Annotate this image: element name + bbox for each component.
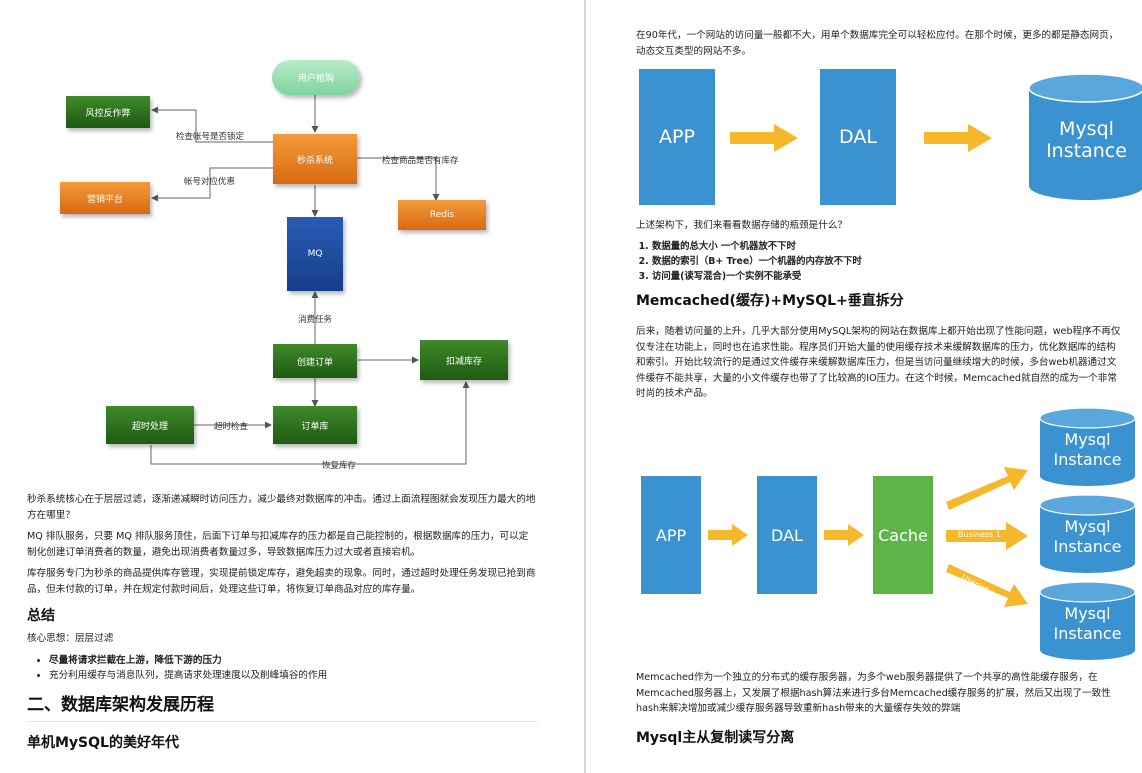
edge-label-check-lock: 检查帐号是否锁定 [176,132,245,142]
edge-label-timeout-check: 超时检查 [214,422,249,432]
node-mq: MQ [287,217,343,291]
para-90s-intro: 在90年代，一个网站的访问量一般都不大，用单个数据库完全可以轻松应付。在那个时候… [636,30,1119,57]
database-icon [1039,407,1136,486]
para-bottleneck-question: 上述架构下，我们来看看数据存储的瓶颈是什么？ [636,220,848,231]
arch2-mysql-label-1: Mysql [1064,604,1111,623]
database-icon [1039,581,1136,660]
arrow-right-icon [730,124,798,152]
node-marketing-platform: 营销平台 [60,182,150,214]
flash-sale-flowchart: 用户抢购 风控反作弊 秒杀系统 营销平台 Redis MQ 创建订单 扣减库存 … [36,40,548,482]
arch2-dal-box: DAL [757,476,817,594]
tag-business-1: Business 1 [958,530,1001,539]
node-order-db: 订单库 [273,406,357,444]
left-page: 用户抢购 风控反作弊 秒杀系统 营销平台 Redis MQ 创建订单 扣减库存 … [0,0,584,773]
arch2-mysql-cylinder: Mysql Instance [1039,581,1136,660]
database-icon [1028,73,1142,200]
arch2-cache-box: Cache [873,476,933,594]
edge-label-restore-stock: 恢复库存 [322,461,357,471]
heading-summary: 总结 [27,608,55,624]
core-idea-text: 核心思想：层层过滤 [27,633,114,644]
heading-memcached: Memcached(缓存)+MySQL+垂直拆分 [636,293,904,309]
heading-db-evolution: 二、数据库架构发展历程 [27,690,537,722]
arch2-mysql-label-2: Instance [1053,537,1122,556]
arrow-business-1-icon [946,522,1028,550]
arch2-mysql-label-2: Instance [1053,624,1122,643]
arch2-mysql-label-1: Mysql [1064,517,1111,536]
arch1-mysql-label-1: Mysql [1059,118,1114,140]
edge-label-account-discount: 帐号对应优惠 [184,177,236,187]
edge-label-consume-task: 消费任务 [298,315,333,325]
arch1-mysql-cylinder: Mysql Instance [1028,73,1142,202]
node-risk-control: 风控反作弊 [66,96,150,128]
arch2-app-box: APP [641,476,701,594]
database-icon [1039,494,1136,573]
list-item: 尽量将请求拦截在上游，降低下游的压力 [49,653,537,669]
arrow-business-2-icon [946,467,1028,510]
list-item: 访问量(读写混合)一个实例不能承受 [652,269,1138,284]
edge-label-check-stock: 检查商品是否有库存 [382,156,459,166]
arch1-app-box: APP [639,69,715,205]
heading-single-mysql: 单机MySQL的美好年代 [27,734,179,751]
list-item: 数据的索引（B+ Tree）一个机器的内存放不下时 [652,254,1138,269]
arch2-mysql-label-2: Instance [1053,450,1122,469]
arch1-mysql-label-2: Instance [1046,140,1127,162]
node-user-buy: 用户抢购 [272,60,360,95]
arch1-dal-box: DAL [820,69,896,205]
para-memcached-distributed: Memcached作为一个独立的分布式的缓存服务器，为多个web服务器提供了一个… [636,672,1111,714]
arrow-right-icon [708,524,748,546]
list-item: 数据量的总大小 一个机器放不下时 [652,239,1138,254]
para-mq-queue: MQ 排队服务，只要 MQ 排队服务顶住，后面下订单与扣减库存的压力都是自己能控… [27,531,529,558]
arrow-right-icon [924,124,992,152]
left-text-body: 秒杀系统核心在于层层过滤，逐渐递减瞬时访问压力，减少最终对数据库的冲击。通过上面… [27,492,537,758]
para-stock-service: 库存服务专门为秒杀的商品提供库存管理，实现提前锁定库存，避免超卖的现象。同时，通… [27,568,536,595]
arch2-mysql-label-1: Mysql [1064,430,1111,449]
arch2-mysql-cylinder: Mysql Instance [1039,407,1136,486]
page-divider [584,0,586,773]
arrow-right-icon [824,524,864,546]
flowchart-connectors [150,95,470,465]
node-create-order: 创建订单 [273,344,357,378]
arrow-userinfo-icon [946,564,1028,607]
node-redis: Redis [398,200,486,230]
node-flash-sale-system: 秒杀系统 [273,134,357,184]
business-arrows [946,467,1028,607]
summary-bullet-list: 尽量将请求拦截在上游，降低下游的压力 充分利用缓存与消息队列，提高请求处理速度以… [49,653,537,684]
node-deduct-stock: 扣减库存 [420,340,508,380]
node-timeout-handling: 超时处理 [106,406,194,444]
para-flash-sale-core: 秒杀系统核心在于层层过滤，逐渐递减瞬时访问压力，减少最终对数据库的冲击。通过上面… [27,494,536,521]
bottleneck-list: 数据量的总大小 一个机器放不下时 数据的索引（B+ Tree）一个机器的内存放不… [652,239,1138,284]
list-item: 充分利用缓存与消息队列，提高请求处理速度以及削峰填谷的作用 [49,668,537,684]
para-memcached-history: 后来，随着访问量的上升，几乎大部分使用MySQL架构的网站在数据库上都开始出现了… [636,326,1121,399]
right-page: 在90年代，一个网站的访问量一般都不大，用单个数据库完全可以轻松应付。在那个时候… [586,0,1142,773]
heading-mysql-replication: Mysql主从复制读写分离 [636,730,795,746]
arch2-mysql-cylinder: Mysql Instance [1039,494,1136,573]
